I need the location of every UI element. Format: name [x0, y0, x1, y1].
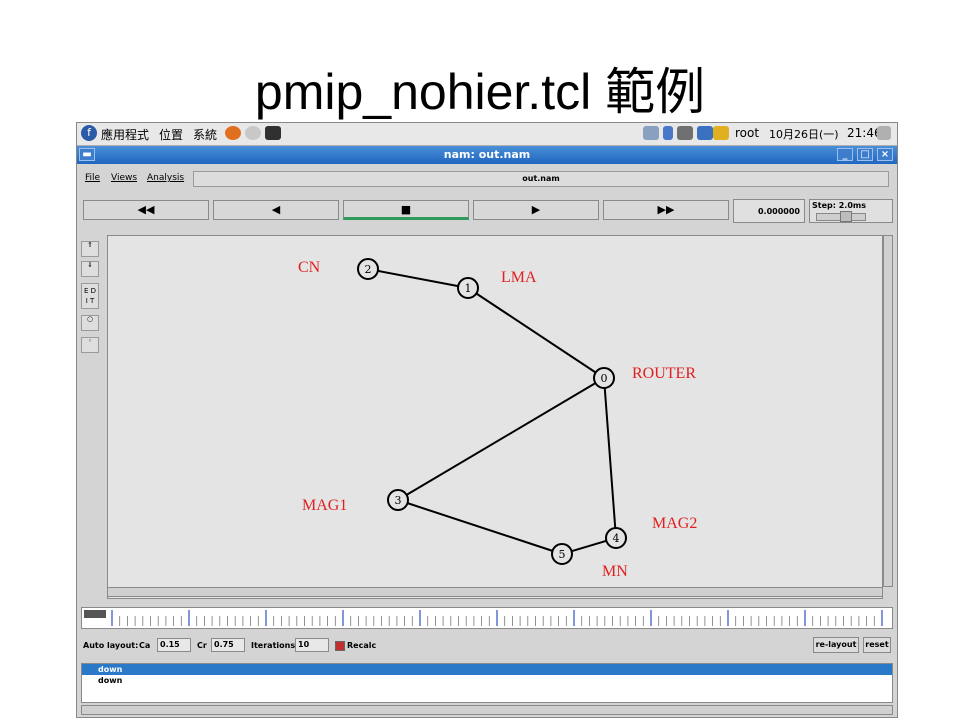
autolayout-bar: Auto layout: Ca 0.15 Cr 0.75 Iterations … [77, 633, 897, 659]
iterations-label: Iterations [251, 641, 296, 650]
menu-file[interactable]: File [85, 173, 101, 183]
step-back-button[interactable]: ◀ [213, 200, 339, 220]
menu-bar: File Views Analysis out.nam [77, 167, 897, 191]
mail-icon[interactable] [245, 126, 261, 140]
node-name-label: MAG1 [302, 497, 347, 514]
console-line[interactable]: down [82, 664, 892, 675]
network-link[interactable] [406, 382, 596, 496]
timeline[interactable] [81, 607, 893, 629]
node-id-label: 2 [365, 263, 372, 276]
node-id-label: 0 [601, 372, 608, 385]
step-label: Step: 2.0ms [812, 201, 866, 210]
network-node[interactable] [551, 543, 573, 565]
zoom-out-icon[interactable]: ⇓ [81, 261, 99, 277]
small-circle-icon[interactable]: ◦ [81, 337, 99, 353]
rewind-button[interactable]: ◀◀ [83, 200, 209, 220]
recalc-label: Recalc [347, 641, 377, 650]
panel-clock[interactable]: 21:46 [847, 126, 882, 140]
autolayout-label: Auto layout: [83, 641, 139, 650]
zoom-in-icon[interactable]: ⇑ [81, 241, 99, 257]
network-node[interactable] [387, 489, 409, 511]
cr-label: Cr [197, 641, 207, 650]
window-title: nam: out.nam [443, 148, 531, 161]
menu-views[interactable]: Views [111, 173, 138, 183]
network-node[interactable] [605, 527, 627, 549]
timeline-ticks [84, 610, 883, 626]
tool-column: ⇑ ⇓ E D I T ○ ◦ [81, 241, 101, 361]
node-id-label: 4 [613, 532, 620, 545]
user-name[interactable]: root [735, 126, 760, 140]
node-name-label: LMA [501, 269, 537, 286]
ca-label: Ca [139, 641, 151, 650]
ca-input[interactable]: 0.15 [157, 638, 191, 652]
slide-title: pmip_nohier.tcl 範例 [254, 64, 706, 120]
playback-controls: ◀◀ ◀ ■ ▶ ▶▶ 0.000000 Step: 2.0ms [77, 195, 897, 227]
horizontal-scrollbar[interactable] [107, 587, 883, 597]
terminal-icon[interactable] [265, 126, 281, 140]
network-graph: 0 ROUTER 1 LMA 2 CN 3 MAG1 4 MAG2 5MN [298, 258, 697, 580]
node-name-label: CN [298, 259, 321, 276]
node-id-label: 1 [465, 282, 472, 295]
select-circle-icon[interactable]: ○ [81, 315, 99, 331]
vertical-scrollbar[interactable] [883, 235, 893, 587]
places-menu[interactable]: 位置 [159, 128, 184, 142]
bluetooth-icon[interactable] [663, 126, 673, 140]
nam-screenshot: f 應用程式 位置 系統 root 10月26日(一) 21:46 ▬ nam:… [76, 122, 898, 718]
applications-menu[interactable]: 應用程式 [101, 128, 150, 142]
relayout-button[interactable]: re-layout [813, 637, 859, 653]
minimize-icon[interactable]: _ [837, 148, 853, 161]
reset-button[interactable]: reset [863, 637, 891, 653]
node-name-label: MAG2 [652, 515, 697, 532]
panel-date[interactable]: 10月26日(一) [769, 128, 839, 141]
window-titlebar: ▬ nam: out.nam _ □ × [77, 146, 897, 164]
notes-icon[interactable] [713, 126, 729, 140]
network-node[interactable] [457, 277, 479, 299]
network-link[interactable] [407, 502, 553, 552]
network-link[interactable] [377, 269, 459, 288]
network-icon[interactable] [643, 126, 659, 140]
network-manager-icon[interactable] [697, 126, 713, 140]
cr-input[interactable]: 0.75 [211, 638, 245, 652]
network-node[interactable] [593, 367, 615, 389]
console-output[interactable]: down down [81, 663, 893, 703]
stop-button[interactable]: ■ [343, 200, 469, 220]
console-line[interactable]: down [98, 676, 123, 685]
step-control: Step: 2.0ms [809, 199, 893, 223]
play-button[interactable]: ▶ [473, 200, 599, 220]
step-slider-handle[interactable] [840, 211, 852, 222]
network-link[interactable] [603, 387, 617, 529]
fedora-logo-icon[interactable]: f [81, 125, 97, 141]
edit-button[interactable]: E D I T [81, 283, 99, 309]
node-name-label: MN [602, 563, 628, 580]
fast-forward-button[interactable]: ▶▶ [603, 200, 729, 220]
recalc-checkbox[interactable] [335, 641, 345, 651]
display-icon[interactable] [677, 126, 693, 140]
network-link[interactable] [475, 292, 597, 374]
node-id-label: 5 [559, 548, 566, 561]
system-menu[interactable]: 系統 [193, 128, 218, 142]
network-link[interactable] [571, 539, 607, 553]
timeline-slider[interactable] [84, 610, 106, 618]
console-scrollbar[interactable] [81, 705, 893, 715]
network-node[interactable] [357, 258, 379, 280]
power-icon[interactable] [877, 126, 891, 140]
iterations-input[interactable]: 10 [295, 638, 329, 652]
maximize-icon[interactable]: □ [857, 148, 873, 161]
firefox-icon[interactable] [225, 126, 241, 140]
gnome-top-panel: f 應用程式 位置 系統 root 10月26日(一) 21:46 [77, 123, 897, 146]
menu-analysis[interactable]: Analysis [147, 173, 185, 183]
filename-field: out.nam [193, 171, 889, 187]
node-name-label: ROUTER [632, 365, 696, 382]
node-id-label: 3 [395, 494, 402, 507]
sim-time: 0.000000 [733, 199, 805, 223]
window-menu-icon[interactable]: ▬ [79, 148, 95, 161]
close-icon[interactable]: × [877, 148, 893, 161]
edit-label: E D I T [83, 287, 97, 305]
